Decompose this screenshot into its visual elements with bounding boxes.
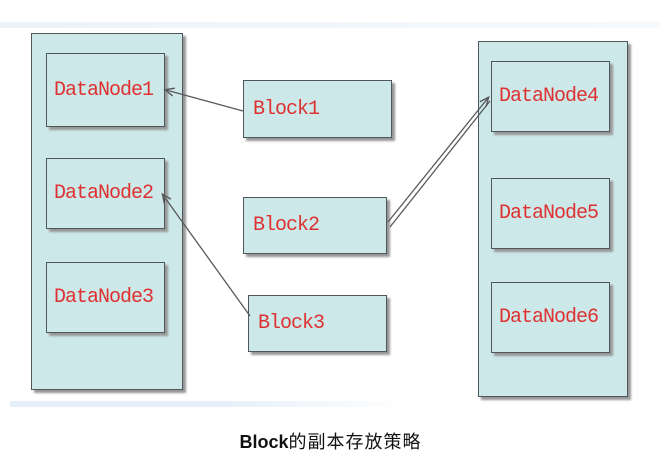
diagram-caption: Block的副本存放策略	[0, 428, 661, 454]
block3-label: Block3	[258, 312, 325, 335]
datanode2-box: DataNode2	[46, 158, 165, 229]
arrow-block2-to-datanode4-line2	[389, 100, 491, 228]
bottom-divider-line	[10, 401, 410, 407]
datanode2-label: DataNode2	[54, 182, 154, 205]
datanode5-label: DataNode5	[499, 202, 599, 225]
datanode5-box: DataNode5	[491, 178, 610, 249]
rack-right: DataNode4 DataNode5 DataNode6	[478, 41, 628, 397]
caption-bold-text: Block	[239, 432, 289, 452]
datanode4-box: DataNode4	[491, 61, 610, 132]
datanode6-label: DataNode6	[499, 306, 599, 329]
datanode6-box: DataNode6	[491, 282, 610, 353]
datanode1-label: DataNode1	[54, 78, 154, 102]
datanode1-box: DataNode1	[46, 53, 165, 127]
block1-box: Block1	[243, 80, 392, 138]
block2-box: Block2	[243, 197, 387, 254]
block1-label: Block1	[253, 97, 320, 121]
datanode3-box: DataNode3	[46, 262, 165, 333]
arrow-block2-to-datanode4-line	[387, 95, 490, 223]
block3-box: Block3	[248, 295, 387, 352]
datanode3-label: DataNode3	[54, 286, 154, 309]
datanode4-label: DataNode4	[499, 85, 599, 108]
caption-chinese-text: 的副本存放策略	[288, 432, 422, 453]
top-divider-line	[0, 22, 661, 28]
rack-left: DataNode1 DataNode2 DataNode3	[31, 33, 183, 390]
block2-label: Block2	[253, 214, 320, 237]
